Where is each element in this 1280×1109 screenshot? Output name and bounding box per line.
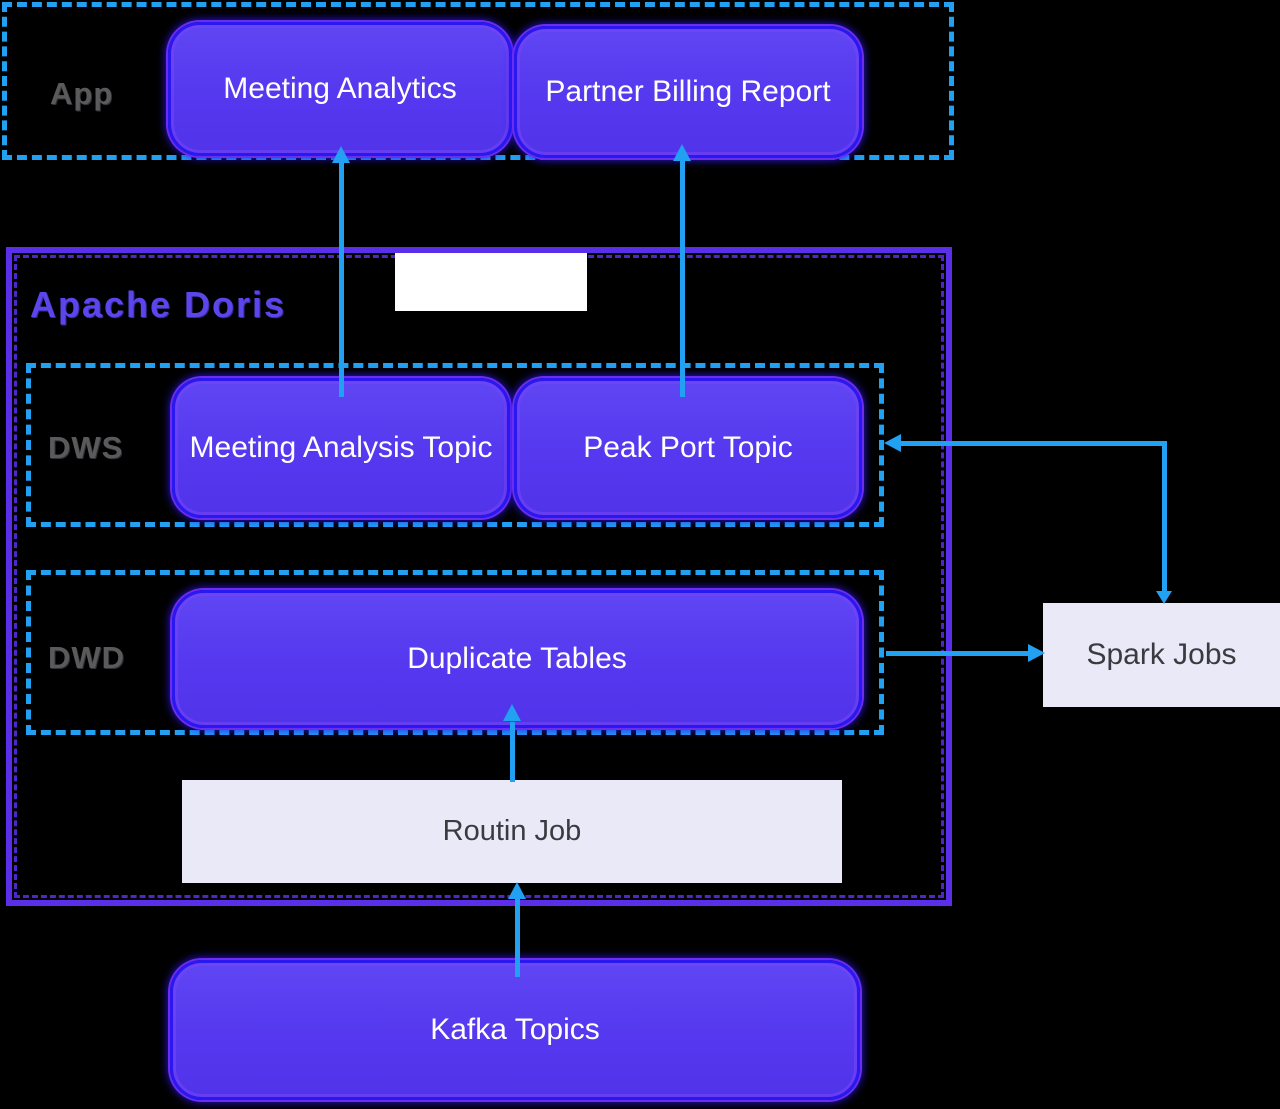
app-group-box	[2, 2, 954, 160]
arrow-routin-to-duplicate-head	[503, 704, 521, 721]
node-spark-jobs: Spark Jobs	[1043, 603, 1280, 707]
arrow-dws-to-meeting-analytics-line	[339, 152, 344, 397]
node-partner-billing-report-label: Partner Billing Report	[545, 75, 831, 108]
arrow-routin-to-duplicate-line	[510, 722, 515, 782]
arrow-kafka-to-routin-head	[508, 882, 526, 899]
arrow-dwd-to-spark-head	[1028, 644, 1045, 662]
app-group-label: App	[50, 76, 114, 111]
node-kafka-topics-label: Kafka Topics	[430, 1013, 600, 1046]
dws-group-box	[26, 363, 884, 527]
node-meeting-analytics-label: Meeting Analytics	[223, 72, 457, 105]
node-meeting-analysis-topic: Meeting Analysis Topic	[172, 378, 510, 518]
node-partner-billing-report: Partner Billing Report	[514, 26, 862, 158]
arrow-kafka-to-routin-line	[515, 898, 520, 977]
arrow-spark-to-dws-hline	[898, 441, 1167, 446]
arrow-spark-to-dws-down-head	[1156, 591, 1172, 604]
dws-group-label: DWS	[48, 430, 124, 465]
arrow-dws-to-partner-billing-line	[680, 150, 685, 397]
arrow-dwd-to-spark-line	[886, 651, 1031, 656]
dwd-group-box	[26, 570, 884, 735]
node-peak-port-topic-label: Peak Port Topic	[583, 431, 793, 464]
node-routin-job-label: Routin Job	[442, 815, 582, 847]
dwd-group-label: DWD	[48, 640, 126, 675]
node-meeting-analytics: Meeting Analytics	[168, 22, 512, 156]
white-patch	[395, 253, 587, 311]
arrow-spark-to-dws-vline	[1162, 441, 1167, 593]
node-duplicate-tables-label: Duplicate Tables	[407, 642, 627, 675]
arrow-dws-to-partner-billing-head	[673, 144, 691, 161]
node-routin-job: Routin Job	[182, 780, 842, 883]
node-meeting-analysis-topic-label: Meeting Analysis Topic	[189, 431, 493, 464]
arrow-spark-to-dws-head	[884, 434, 901, 452]
node-kafka-topics: Kafka Topics	[170, 960, 860, 1100]
node-spark-jobs-label: Spark Jobs	[1086, 638, 1237, 671]
arrow-dws-to-meeting-analytics-head	[332, 146, 350, 163]
apache-doris-title: Apache Doris	[30, 284, 287, 325]
node-peak-port-topic: Peak Port Topic	[514, 378, 862, 518]
